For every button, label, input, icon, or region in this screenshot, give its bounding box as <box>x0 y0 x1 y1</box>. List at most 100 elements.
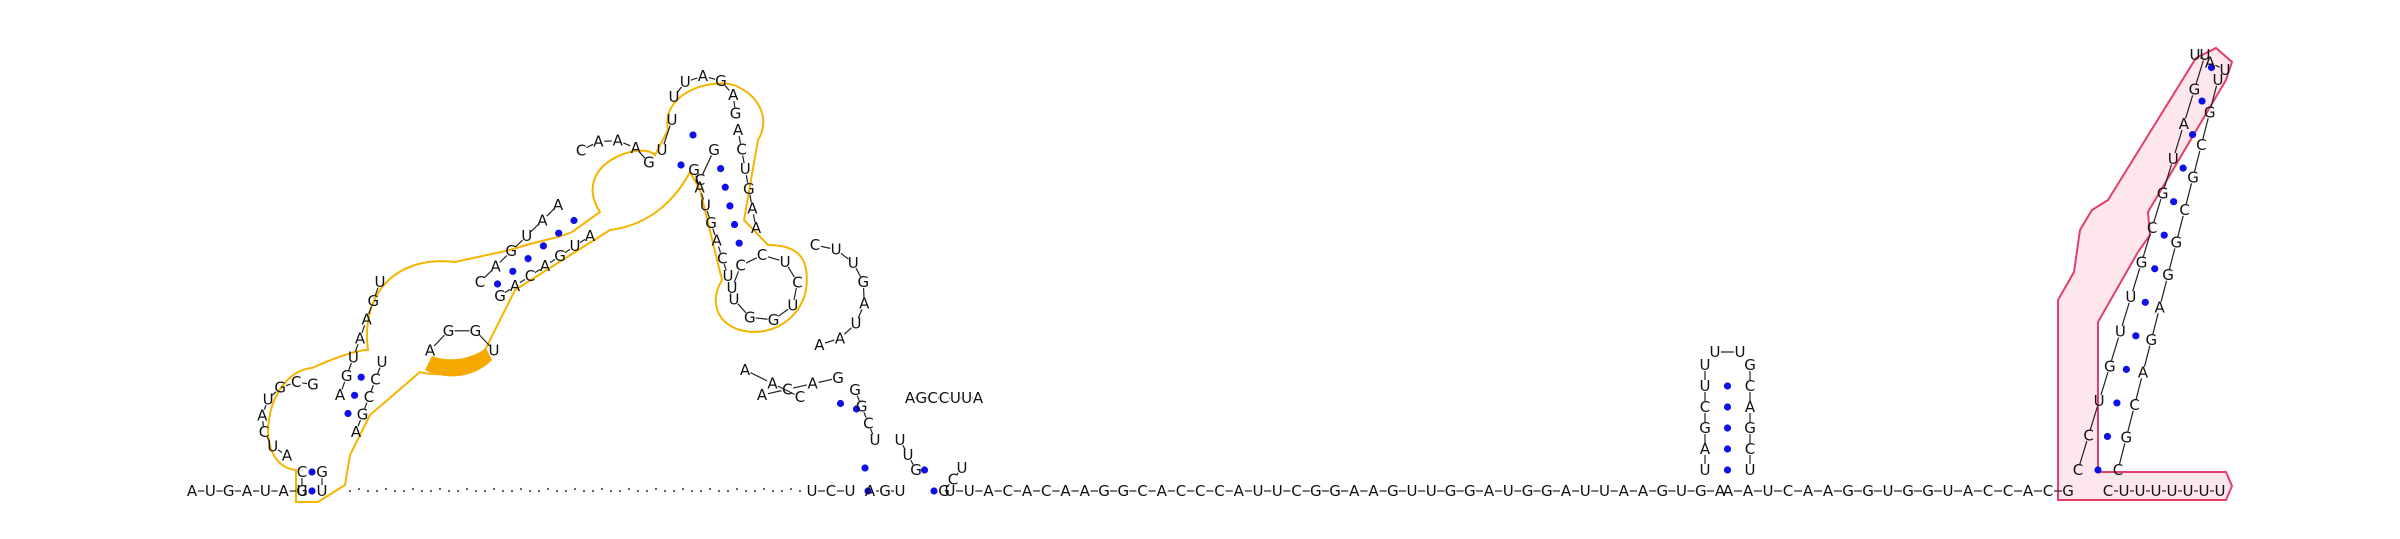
linker-nucleotide: A <box>1484 482 1495 500</box>
base-pair-dot <box>509 267 517 275</box>
hairpin-b-nucleotide: C <box>948 471 958 489</box>
domain1-nucleotide: A <box>282 447 293 465</box>
base-pair-dot <box>357 373 365 381</box>
linker-nucleotide: G <box>1922 482 1934 500</box>
domain2-nucleotide: C <box>2129 396 2139 414</box>
gap-dot <box>672 489 676 493</box>
gap-dot <box>501 489 505 493</box>
hairpin-a-nucleotide: A <box>757 386 768 404</box>
domain2-nucleotide: G <box>2162 266 2174 284</box>
hairpin-b-nucleotide: U <box>895 431 906 449</box>
domain1-nucleotide: G <box>743 180 755 198</box>
gap-dot <box>366 489 370 493</box>
hairpin-b-nucleotide: G <box>879 482 891 500</box>
tail-nucleotide: U <box>2119 482 2130 500</box>
domain1-nucleotide: U <box>780 253 791 271</box>
gap-dot <box>762 487 766 491</box>
domain1-nucleotide: A <box>351 423 362 441</box>
domain1-nucleotide: G <box>554 247 566 265</box>
gap-dot <box>537 489 541 493</box>
linker-nucleotide: G <box>1695 482 1707 500</box>
domain1-nucleotide: U <box>297 482 308 500</box>
linker-nucleotide: G <box>1656 482 1668 500</box>
tail-nucleotide: U <box>2215 482 2226 500</box>
base-pair-dot <box>539 242 548 250</box>
domain1-nucleotide: A <box>540 257 551 275</box>
domain2-nucleotide: C <box>2179 201 2189 219</box>
hairpin-a-nucleotide: G <box>856 398 868 416</box>
linker-nucleotide: A <box>1823 482 1834 500</box>
linker-nucleotide: A <box>983 482 994 500</box>
domain2-nucleotide: C <box>2147 219 2157 237</box>
domain1-nucleotide: A <box>698 67 709 85</box>
domain1-nucleotide: G <box>274 379 286 397</box>
linker-nucleotide: G <box>857 273 869 291</box>
leader-nucleotide: A <box>279 482 290 500</box>
gap-dot <box>699 489 703 493</box>
linker-nucleotide: A <box>2023 482 2034 500</box>
tail-nucleotide: C <box>2103 482 2113 500</box>
gap-dot <box>510 489 514 493</box>
base-pair-dot <box>2103 432 2112 441</box>
domain2-nucleotide: G <box>2104 357 2116 375</box>
linker-nucleotide: U <box>1253 482 1264 500</box>
domain1-nucleotide: A <box>257 406 268 424</box>
hairpin-b-nucleotide: U <box>903 446 914 464</box>
domain1-nucleotide: A <box>733 121 744 139</box>
domain2-nucleotide: U <box>2200 46 2211 64</box>
linker-nucleotide: U <box>945 482 956 500</box>
base-pair-dot <box>555 229 563 237</box>
gap-dot <box>519 487 523 491</box>
linker-nucleotide: C <box>2043 482 2053 500</box>
base-pair-dot <box>735 239 743 247</box>
hairpin-b-nucleotide: G <box>910 461 922 479</box>
gap-dot <box>582 489 586 493</box>
domain2-nucleotide: G <box>2157 184 2169 202</box>
hairpin-a-nucleotide: A <box>808 375 819 393</box>
base-pair-dot <box>930 487 938 495</box>
domain1-nucleotide: A <box>593 133 604 151</box>
gap-dot <box>483 489 487 493</box>
linker-nucleotide: U <box>1426 482 1437 500</box>
leader-nucleotide: A <box>242 482 253 500</box>
gap-dot <box>555 489 559 493</box>
linker-nucleotide: C <box>1783 482 1793 500</box>
linker-nucleotide: C <box>1176 482 1186 500</box>
base-pair-dot <box>2151 265 2159 273</box>
base-pair-dot <box>689 131 697 139</box>
domain1-nucleotide: U <box>667 111 678 129</box>
linker-nucleotide: A <box>1234 482 1245 500</box>
linker-nucleotide: U <box>1599 482 1610 500</box>
hairpin-b-nucleotide: U <box>957 459 968 477</box>
base-pair-dot <box>861 464 869 472</box>
hairpin-b-nucleotide: C <box>927 389 937 407</box>
linker-nucleotide: G <box>1842 482 1854 500</box>
domain1-nucleotide: G <box>494 287 506 305</box>
linker-nucleotide: C <box>1291 482 1301 500</box>
hairpin-b-nucleotide: U <box>950 389 961 407</box>
linker-nucleotide: A <box>1349 482 1360 500</box>
linker-nucleotide: A <box>1963 482 1974 500</box>
gap-dot <box>708 487 712 491</box>
tail-nucleotide: U <box>2151 482 2162 500</box>
domain1-nucleotide: C <box>297 463 307 481</box>
linker-nucleotide: U <box>1580 482 1591 500</box>
linker-nucleotide: A <box>1157 482 1168 500</box>
base-pair-dot <box>350 391 359 399</box>
gap-dot <box>789 487 793 491</box>
linker-nucleotide: A <box>814 336 825 354</box>
domain1-nucleotide: A <box>613 132 624 150</box>
domain1-nucleotide: A <box>631 139 642 157</box>
leader-nucleotide: G <box>223 482 235 500</box>
base-pair-dot <box>1723 466 1732 474</box>
domain1-nucleotide: G <box>730 105 742 123</box>
gap-dot <box>780 489 784 493</box>
base-pair-dot <box>344 409 352 418</box>
domain2-nucleotide: U <box>2115 323 2126 341</box>
domain1-nucleotide: A <box>490 258 501 276</box>
linker-nucleotide: U <box>831 241 842 259</box>
domain2-nucleotide: U <box>2190 46 2201 64</box>
gap-dot <box>690 489 694 493</box>
